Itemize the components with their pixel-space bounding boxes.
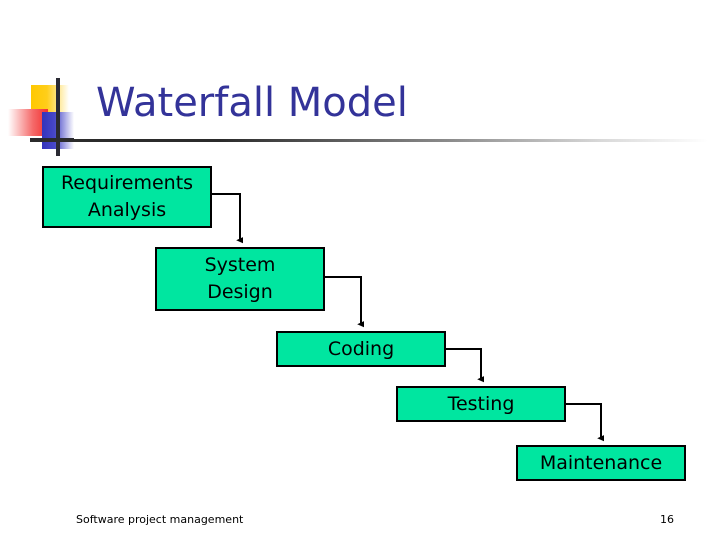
node-maintenance[interactable]: Maintenance (516, 445, 686, 481)
node-label-line1: Requirements (60, 172, 194, 194)
node-label-line2: Design (207, 281, 273, 303)
logo-yellow-square (31, 85, 69, 113)
node-label-line1: Testing (447, 392, 515, 415)
footer-text: Software project management (76, 513, 244, 526)
edge-design-to-coding (325, 276, 365, 328)
node-label-line1: Maintenance (539, 451, 663, 474)
title-underline-rule (30, 139, 708, 142)
node-label-line1: System (204, 254, 276, 276)
edge-testing-to-maintenance (566, 403, 605, 442)
node-label-line1: Coding (327, 337, 395, 360)
page-title: Waterfall Model (96, 80, 408, 126)
decorative-logo (0, 0, 140, 160)
node-requirements-analysis[interactable]: Requirements Analysis (42, 166, 212, 228)
node-label-line2: Analysis (87, 199, 167, 221)
node-coding[interactable]: Coding (276, 331, 446, 367)
node-system-design[interactable]: System Design (155, 247, 325, 311)
footer-page-number: 16 (660, 513, 674, 526)
edge-coding-to-testing (446, 348, 485, 383)
node-testing[interactable]: Testing (396, 386, 566, 422)
logo-red-square (8, 109, 48, 136)
logo-vertical-line (56, 78, 60, 156)
edge-requirements-to-design (212, 193, 244, 244)
